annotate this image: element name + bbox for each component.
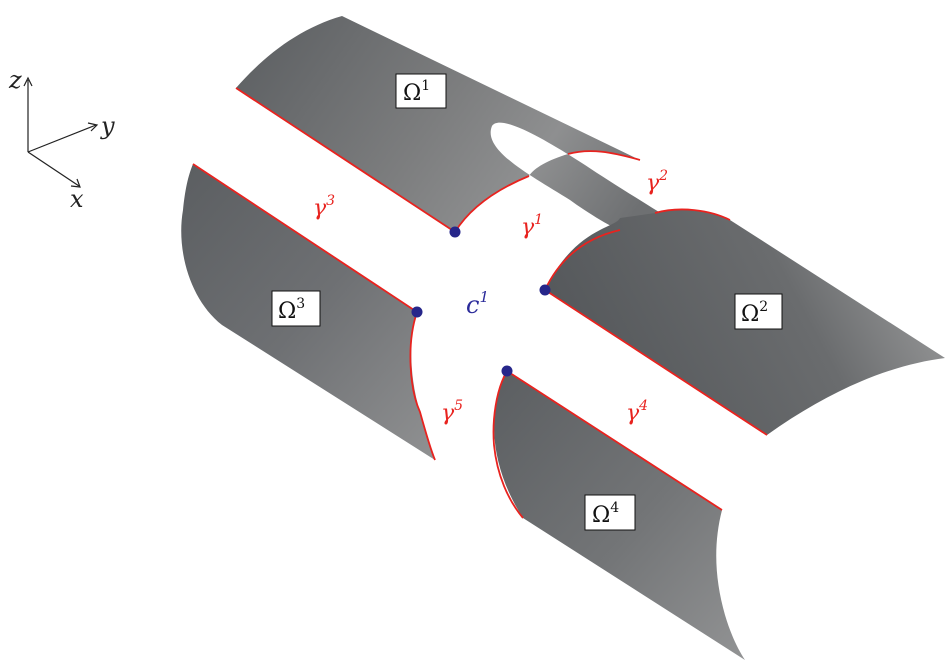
x-axis-arrowhead — [70, 178, 81, 188]
corner-c1-label-base: c — [466, 291, 479, 319]
corner-point-omega4 — [501, 365, 513, 377]
gamma1-curve-upper — [454, 175, 530, 233]
omega1-label-sup: 1 — [421, 78, 430, 94]
gamma1-label-base: γ — [521, 215, 535, 240]
svg-text:Ω2: Ω2 — [741, 299, 768, 327]
gamma2-curve-lower — [654, 208, 731, 221]
omega1-lower-edge — [235, 87, 456, 233]
omega3-label: Ω3 — [271, 290, 321, 327]
x-axis-label: x — [70, 185, 84, 213]
gamma4-curve — [544, 289, 768, 436]
omega2-label-sup: 2 — [759, 299, 768, 315]
gamma3-label-base: γ — [313, 196, 327, 221]
omega4-label: Ω4 — [584, 494, 636, 531]
omega4-label-base: Ω — [592, 503, 610, 528]
gamma1-label: γ1 — [521, 212, 543, 240]
gamma5-label-sup: 5 — [454, 398, 463, 414]
corner-point-omega2 — [539, 284, 551, 296]
gamma4-label-base: γ — [626, 401, 640, 426]
gamma5-curve-left — [409, 311, 436, 461]
z-axis-arrowhead — [23, 76, 33, 87]
corner-point-omega3 — [411, 306, 423, 318]
svg-text:Ω4: Ω4 — [592, 500, 619, 528]
x-axis-line — [27, 151, 80, 187]
omega3-label-base: Ω — [278, 299, 296, 324]
gamma2-label: γ2 — [646, 168, 668, 196]
corner-c1-label-sup: 1 — [479, 288, 489, 306]
gamma2-curve-upper — [567, 150, 641, 161]
corner-point-omega1 — [449, 226, 461, 238]
gamma2-label-base: γ — [646, 171, 660, 196]
gamma4-label-sup: 4 — [638, 398, 648, 414]
y-axis-line — [27, 124, 97, 153]
y-axis-arrowhead — [87, 122, 99, 132]
corner-c1-label: c1 — [466, 288, 489, 319]
omega2-label: Ω2 — [734, 293, 783, 330]
boundary-curves — [192, 87, 768, 519]
omega1-label: Ω1 — [395, 73, 447, 109]
axes-triad — [23, 76, 99, 188]
gamma3-label: γ3 — [313, 193, 335, 221]
corner-points — [411, 226, 551, 377]
omega4-label-sup: 4 — [610, 500, 619, 516]
gamma2-label-sup: 2 — [658, 168, 668, 184]
gamma5-label: γ5 — [441, 398, 463, 426]
omega4-upper-edge — [506, 370, 723, 511]
gamma1-label-sup: 1 — [534, 212, 543, 228]
z-axis-label: z — [8, 66, 22, 94]
y-axis-label: y — [100, 112, 115, 140]
gamma4-label: γ4 — [626, 398, 648, 426]
gamma3-label-sup: 3 — [326, 193, 335, 209]
omega2-label-base: Ω — [741, 302, 759, 327]
omega1-label-base: Ω — [403, 81, 421, 106]
omega3-label-sup: 3 — [296, 296, 305, 312]
omega1-surface — [236, 16, 713, 257]
gamma1-curve-lower — [544, 229, 621, 291]
gamma5-label-base: γ — [441, 401, 455, 426]
svg-text:Ω3: Ω3 — [278, 296, 305, 324]
gamma5-curve-right — [492, 370, 524, 519]
svg-text:Ω1: Ω1 — [403, 78, 430, 106]
gamma3-curve — [192, 163, 418, 313]
